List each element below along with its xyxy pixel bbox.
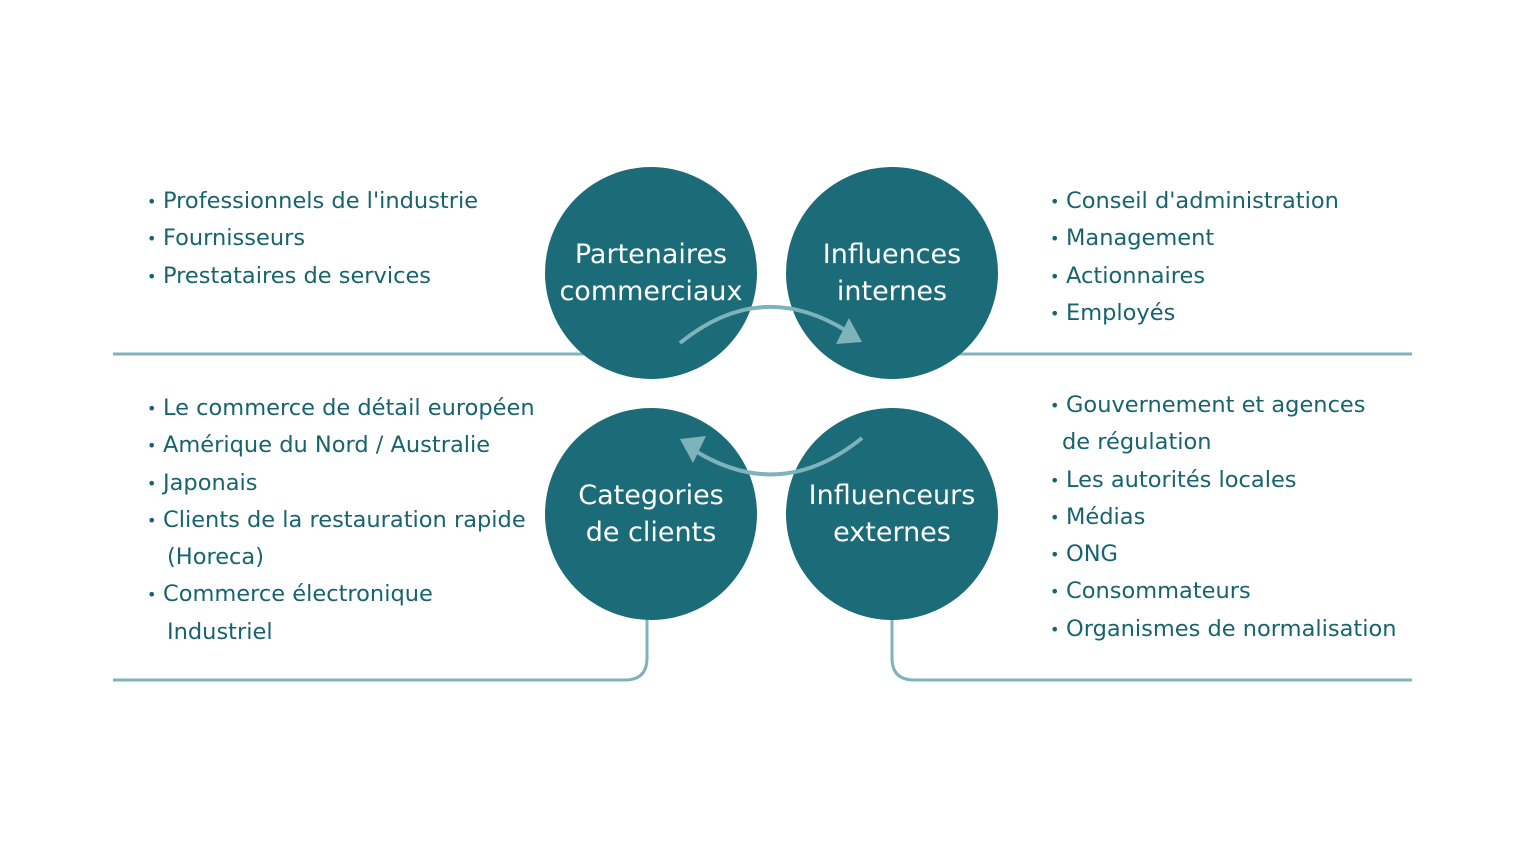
list-item-continuation: Industriel: [167, 618, 273, 645]
list-item: Clients de la restauration rapide: [147, 502, 535, 540]
list-item: Organismes de normalisation: [1050, 611, 1396, 649]
list-item: Le commerce de détail européen: [147, 390, 535, 428]
list-item: Employés: [1050, 295, 1339, 333]
list-categories-clients: Le commerce de détail européen Amérique …: [147, 390, 535, 651]
bottom-right-bracket: [890, 612, 1412, 682]
list-item: Management: [1050, 220, 1339, 258]
circle-label-line: Influences: [822, 239, 962, 270]
list-item: Fournisseurs: [147, 220, 478, 258]
circle-label-line: Categories: [578, 480, 724, 511]
circle-label-line: commerciaux: [559, 276, 743, 307]
list-item: Prestataires de services: [147, 258, 478, 296]
circle-label-line: externes: [833, 517, 951, 548]
list-item: Les autorités locales: [1050, 462, 1396, 500]
list-item: Conseil d'administration: [1050, 183, 1339, 221]
circle-label-line: internes: [836, 276, 948, 307]
list-item-continuation: de régulation: [1062, 429, 1212, 456]
circle-influences-internes: Influences internes: [786, 167, 998, 379]
list-influences-internes: Conseil d'administration Management Acti…: [1050, 183, 1339, 332]
list-item-continuation: (Horeca): [167, 544, 264, 571]
list-partenaires: Professionnels de l'industrie Fournisseu…: [147, 183, 478, 295]
list-item: Amérique du Nord / Australie: [147, 427, 535, 465]
circle-label-line: Influenceurs: [808, 480, 976, 511]
circle-influenceurs-externes: Influenceurs externes: [786, 408, 998, 620]
list-item: ONG: [1050, 536, 1396, 574]
bottom-left-bracket: [113, 612, 649, 682]
list-item: Professionnels de l'industrie: [147, 183, 478, 221]
circle-label-line: Partenaires: [574, 239, 728, 270]
list-item: Commerce électronique: [147, 576, 535, 614]
circle-label-line: de clients: [585, 517, 717, 548]
list-item: Gouvernement et agences: [1050, 387, 1396, 425]
list-item: Consommateurs: [1050, 573, 1396, 611]
list-item: Médias: [1050, 499, 1396, 537]
list-influenceurs-externes: Gouvernement et agences de régulation Le…: [1050, 387, 1396, 648]
list-item: Actionnaires: [1050, 258, 1339, 296]
circle-partenaires-commerciaux: Partenaires commerciaux: [545, 167, 757, 379]
circle-categories-de-clients: Categories de clients: [545, 408, 757, 620]
list-item: Japonais: [147, 465, 535, 503]
